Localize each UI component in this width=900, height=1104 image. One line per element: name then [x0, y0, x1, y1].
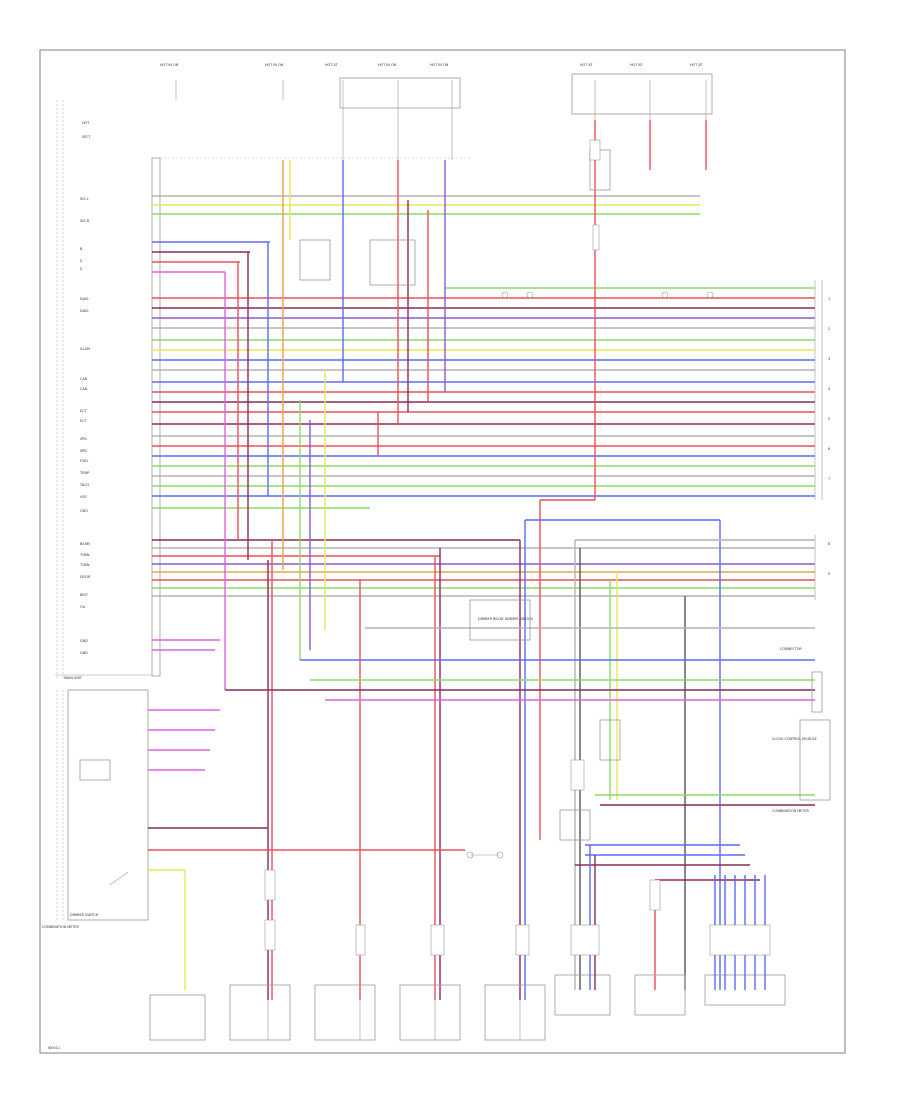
vertical-wires	[224, 120, 721, 1000]
svg-text:HOT AT: HOT AT	[325, 63, 338, 67]
svg-text:3: 3	[828, 357, 830, 361]
bottom-components	[149, 974, 786, 1041]
right-connector-column: 1 2 3 4 5 6 7 8 9 CONNECTOR CLOCK CONTROL MODU…	[772, 280, 831, 813]
svg-text:CAN: CAN	[80, 377, 88, 381]
svg-text:SPD: SPD	[80, 449, 87, 453]
relay-symbols: DIMMER RELAY DIMMER SWITCH	[299, 149, 714, 859]
svg-text:SECT: SECT	[82, 135, 92, 139]
connector-stubs	[264, 139, 771, 956]
svg-text:DOOR: DOOR	[80, 575, 91, 579]
bottom-right-fan	[575, 844, 766, 990]
svg-text:SIG L: SIG L	[80, 197, 89, 201]
svg-text:GND: GND	[80, 651, 88, 655]
svg-text:COMBINATION METER: COMBINATION METER	[42, 925, 80, 929]
svg-text:CONNECTOR: CONNECTOR	[780, 647, 802, 651]
svg-text:DIAG: DIAG	[80, 297, 89, 301]
main-unit-connector-block	[151, 157, 161, 677]
wire-bundle-lower	[152, 539, 815, 651]
svg-text:HOT IN ON: HOT IN ON	[378, 63, 397, 67]
svg-text:9: 9	[828, 572, 830, 576]
svg-text:CAN: CAN	[80, 387, 88, 391]
svg-text:TURN: TURN	[79, 563, 90, 567]
svg-text:DIMMER RELAY DIMMER SWITCH: DIMMER RELAY DIMMER SWITCH	[478, 617, 533, 621]
svg-text:TACH: TACH	[79, 483, 89, 487]
svg-text:6: 6	[828, 447, 830, 451]
svg-text:HOT IN ON: HOT IN ON	[430, 63, 449, 67]
svg-text:HOT IN ON: HOT IN ON	[160, 63, 179, 67]
main-unit-label: MAIN UNIT	[64, 676, 83, 680]
svg-text:S: S	[80, 259, 82, 263]
wire-bundle-upper	[152, 195, 815, 509]
svg-text:5: 5	[828, 417, 830, 421]
svg-text:BEAM: BEAM	[80, 542, 90, 546]
svg-text:TEMP: TEMP	[79, 471, 89, 475]
svg-text:DIAG: DIAG	[80, 309, 89, 313]
svg-text:CLOCK CONTROL MODULE: CLOCK CONTROL MODULE	[772, 737, 817, 741]
svg-text:4: 4	[828, 387, 830, 391]
svg-text:OIL: OIL	[80, 605, 86, 609]
svg-text:HOT: HOT	[82, 121, 90, 125]
svg-text:DIMMER SWITCH: DIMMER SWITCH	[70, 913, 99, 917]
svg-text:1: 1	[828, 297, 830, 301]
svg-text:SIG R: SIG R	[80, 219, 90, 223]
svg-text:SPD: SPD	[80, 437, 87, 441]
svg-text:VSS: VSS	[80, 495, 87, 499]
svg-text:HOT IN ON: HOT IN ON	[265, 63, 284, 67]
svg-text:TURN: TURN	[79, 553, 90, 557]
svg-text:BELT: BELT	[80, 593, 89, 597]
middle-horizontal-runs	[225, 519, 815, 806]
top-fuse-row: HOT IN ON HOT IN ON HOT AT HOT IN ON HOT…	[160, 63, 713, 170]
svg-text:8: 8	[828, 542, 830, 546]
frame-caption: W0011	[48, 1046, 60, 1050]
svg-text:ODO: ODO	[80, 509, 88, 513]
svg-text:ILLUM: ILLUM	[80, 347, 90, 351]
svg-text:B: B	[80, 247, 83, 251]
svg-text:S: S	[80, 267, 82, 271]
svg-text:ECT: ECT	[80, 419, 88, 423]
diagram-frame	[39, 49, 846, 1054]
svg-text:2: 2	[828, 327, 830, 331]
svg-text:ECT: ECT	[80, 409, 88, 413]
svg-text:GND: GND	[80, 639, 88, 643]
left-labels: HOT SECT SIG L SIG R B SS DIAG DIAG ILLUM CA…	[79, 121, 92, 655]
svg-text:7: 7	[828, 477, 830, 481]
svg-text:HOT AT: HOT AT	[690, 63, 703, 67]
svg-text:HOT AT: HOT AT	[580, 63, 593, 67]
svg-text:COMBINATION METER: COMBINATION METER	[772, 809, 810, 813]
svg-text:FUEL: FUEL	[80, 459, 89, 463]
combination-meter-box: DIMMER SWITCH COMBINATION METER	[42, 689, 465, 990]
svg-text:HOT AT: HOT AT	[630, 63, 643, 67]
